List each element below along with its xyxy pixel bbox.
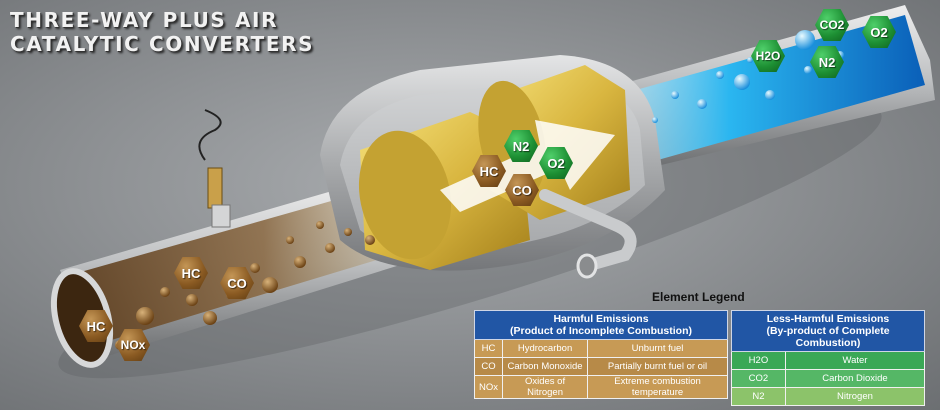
- less-harmful-header: Less-Harmful Emissions (By-product of Co…: [731, 310, 925, 352]
- o2-molecule: O2: [862, 16, 896, 48]
- o2-molecule: O2: [539, 147, 573, 179]
- co2-molecule: CO2: [815, 9, 849, 41]
- table-row: CO Carbon Monoxide Partially burnt fuel …: [474, 357, 728, 376]
- symbol-cell: N2: [731, 387, 786, 406]
- source-cell: Extreme combustion temperature: [587, 375, 728, 399]
- symbol-cell: HC: [474, 339, 503, 358]
- symbol-cell: NOx: [474, 375, 503, 399]
- title-line-1: THREE-WAY PLUS AIR: [10, 8, 279, 32]
- symbol-cell: CO2: [731, 369, 786, 388]
- legend-title: Element Legend: [652, 290, 745, 304]
- h2o-molecule: H2O: [751, 40, 785, 72]
- table-row: CO2 Carbon Dioxide: [731, 369, 926, 388]
- harmful-header: Harmful Emissions (Product of Incomplete…: [474, 310, 728, 340]
- source-cell: Unburnt fuel: [587, 339, 728, 358]
- name-cell: Nitrogen: [784, 387, 926, 406]
- table-row: HC Hydrocarbon Unburnt fuel: [474, 339, 728, 358]
- nox-molecule: NOx: [116, 329, 150, 361]
- co-molecule: CO: [220, 267, 254, 299]
- harmful-header-line-1: Harmful Emissions: [553, 313, 649, 325]
- n2-molecule: N2: [810, 46, 844, 78]
- source-cell: Partially burnt fuel or oil: [587, 357, 728, 376]
- hc-molecule: HC: [174, 257, 208, 289]
- less-harmful-emissions-table: Less-Harmful Emissions (By-product of Co…: [731, 310, 926, 406]
- harmful-emissions-table: Harmful Emissions (Product of Incomplete…: [474, 310, 728, 399]
- name-cell: Oxides of Nitrogen: [501, 375, 589, 399]
- title-line-2: CATALYTIC CONVERTERS: [10, 32, 315, 56]
- hc-molecule: HC: [79, 310, 113, 342]
- table-row: NOx Oxides of Nitrogen Extreme combustio…: [474, 375, 728, 399]
- symbol-cell: CO: [474, 357, 503, 376]
- name-cell: Hydrocarbon: [501, 339, 589, 358]
- name-cell: Carbon Monoxide: [501, 357, 589, 376]
- name-cell: Carbon Dioxide: [784, 369, 926, 388]
- diagram-title: THREE-WAY PLUS AIR CATALYTIC CONVERTERS: [10, 8, 314, 56]
- table-row: H2O Water: [731, 351, 926, 370]
- less-harmful-header-line-2: (By-product of Complete Combustion): [766, 325, 890, 349]
- clean-gas-bubbles: [652, 30, 844, 123]
- name-cell: Water: [784, 351, 926, 370]
- table-row: N2 Nitrogen: [731, 387, 926, 406]
- less-harmful-header-line-1: Less-Harmful Emissions: [766, 313, 890, 325]
- symbol-cell: H2O: [731, 351, 786, 370]
- harmful-header-line-2: (Product of Incomplete Combustion): [510, 325, 692, 337]
